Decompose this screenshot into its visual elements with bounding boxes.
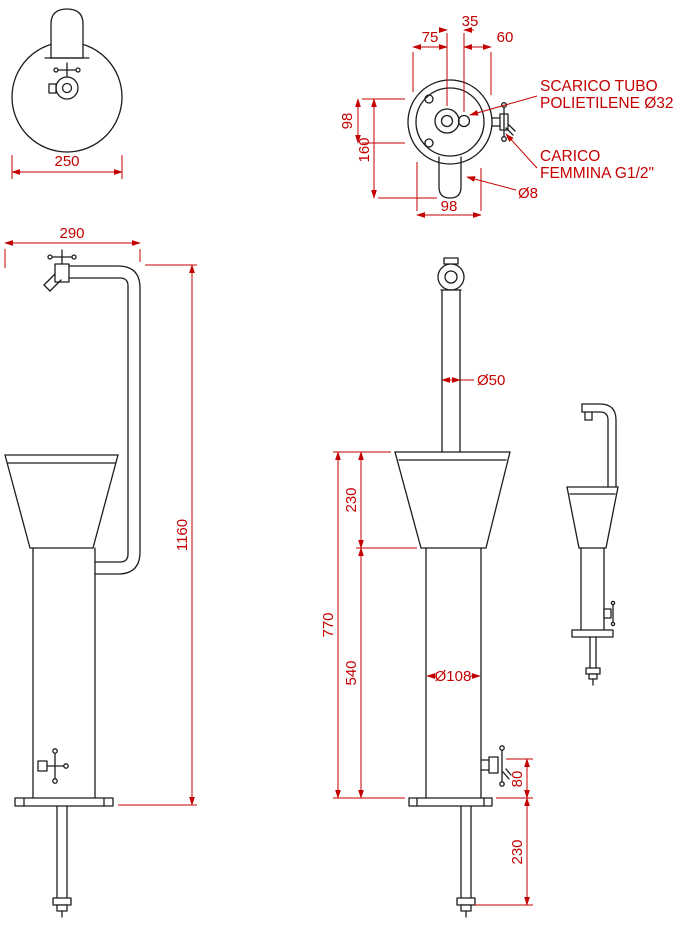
drain-valve-side [480,745,512,787]
riser-pipe-inner [68,277,129,563]
dim-250-label: 250 [54,153,79,170]
dim-d50-group: Ø50 [441,372,505,389]
dim-230b-label: 230 [509,839,526,864]
dim-290-group: 290 [4,225,141,268]
side-top-tap-icon [437,257,465,291]
dim-1160-label: 1160 [174,519,191,551]
dim-35-label: 35 [462,13,479,30]
dim-250-group: 250 [11,153,123,179]
dim-98-bottom-group: 98 [416,162,482,218]
side-tap-icon [491,102,516,142]
drain-slot [438,156,462,199]
view-top-front: 250 [11,8,123,179]
inlet-hole [457,114,471,128]
small-column [580,547,605,631]
dim-80-label: 80 [509,771,526,788]
basin-front [4,454,119,549]
column-side [425,547,482,799]
dim-98v-label: 98 [339,113,356,130]
dim-d50-label: Ø50 [477,372,505,389]
dim-60-label: 60 [497,29,514,46]
bolt-hole-top [424,94,434,104]
view-side-small [566,403,619,686]
supply-pipe-side [456,805,476,918]
dim-75-label: 75 [422,29,439,46]
dim-230-bottom-group: 230 [474,797,533,906]
bolt-hole-bottom [424,138,434,148]
column-front [32,547,96,799]
drain-label-line2: POLIETILENE Ø32 [540,95,674,112]
dim-hole-group: Ø8 [466,176,538,202]
dim-75-group: 75 [412,29,448,106]
dim-60-group: 60 [463,29,514,95]
supply-pipe-front [52,805,72,918]
wall-bracket [50,8,84,59]
dim-1160-group: 1160 [118,264,197,806]
base-flange-side [408,797,493,807]
dim-d108-label: Ø108 [435,668,472,685]
dim-230-top-group: 230 [333,451,417,549]
dim-d108-group: Ø108 [426,668,481,685]
drain-valve-front [37,748,69,784]
small-flange [571,629,614,638]
riser-pipe-outer [68,265,141,575]
small-basin [566,486,619,549]
dim-230t-label: 230 [343,487,360,512]
tap-icon [48,62,81,100]
small-valve [603,600,616,627]
view-top-plan: 75 35 60 98 160 98 [339,13,674,218]
dim-540-label: 540 [343,660,360,685]
dim-98b-label: 98 [441,198,458,215]
small-pipe-inner [581,411,609,488]
dim-770-group: 770 [320,451,341,799]
small-spout [584,411,593,421]
annotation-inlet: CARICO FEMMINA G1/2" [505,133,654,182]
base-flange-front [14,797,114,807]
drain-label-line1: SCARICO TUBO [540,78,658,95]
inlet-label-line2: FEMMINA G1/2" [540,165,654,182]
dim-290-label: 290 [59,225,84,242]
inlet-label-line1: CARICO [540,148,600,165]
annotation-drain: SCARICO TUBO POLIETILENE Ø32 [469,78,674,116]
small-pipe-outer [581,403,617,488]
dim-540-group: 540 [333,547,405,799]
dim-160-label: 160 [356,137,373,162]
small-supply-pipe [585,636,601,686]
dim-98-vertical-group: 98 [339,98,405,144]
front-tap-icon [43,249,77,292]
head-inner-circle [415,87,485,157]
view-front: 290 1160 [4,225,197,918]
dim-160-group: 160 [356,98,437,199]
view-side: Ø50 230 540 770 Ø108 80 [320,257,533,918]
dim-hole-label: Ø8 [518,185,538,202]
drain-hole [434,108,460,134]
head-outer-circle [407,79,493,165]
dim-770-label: 770 [320,612,337,637]
basin-side [394,451,511,549]
riser-pipe-side [441,289,461,453]
